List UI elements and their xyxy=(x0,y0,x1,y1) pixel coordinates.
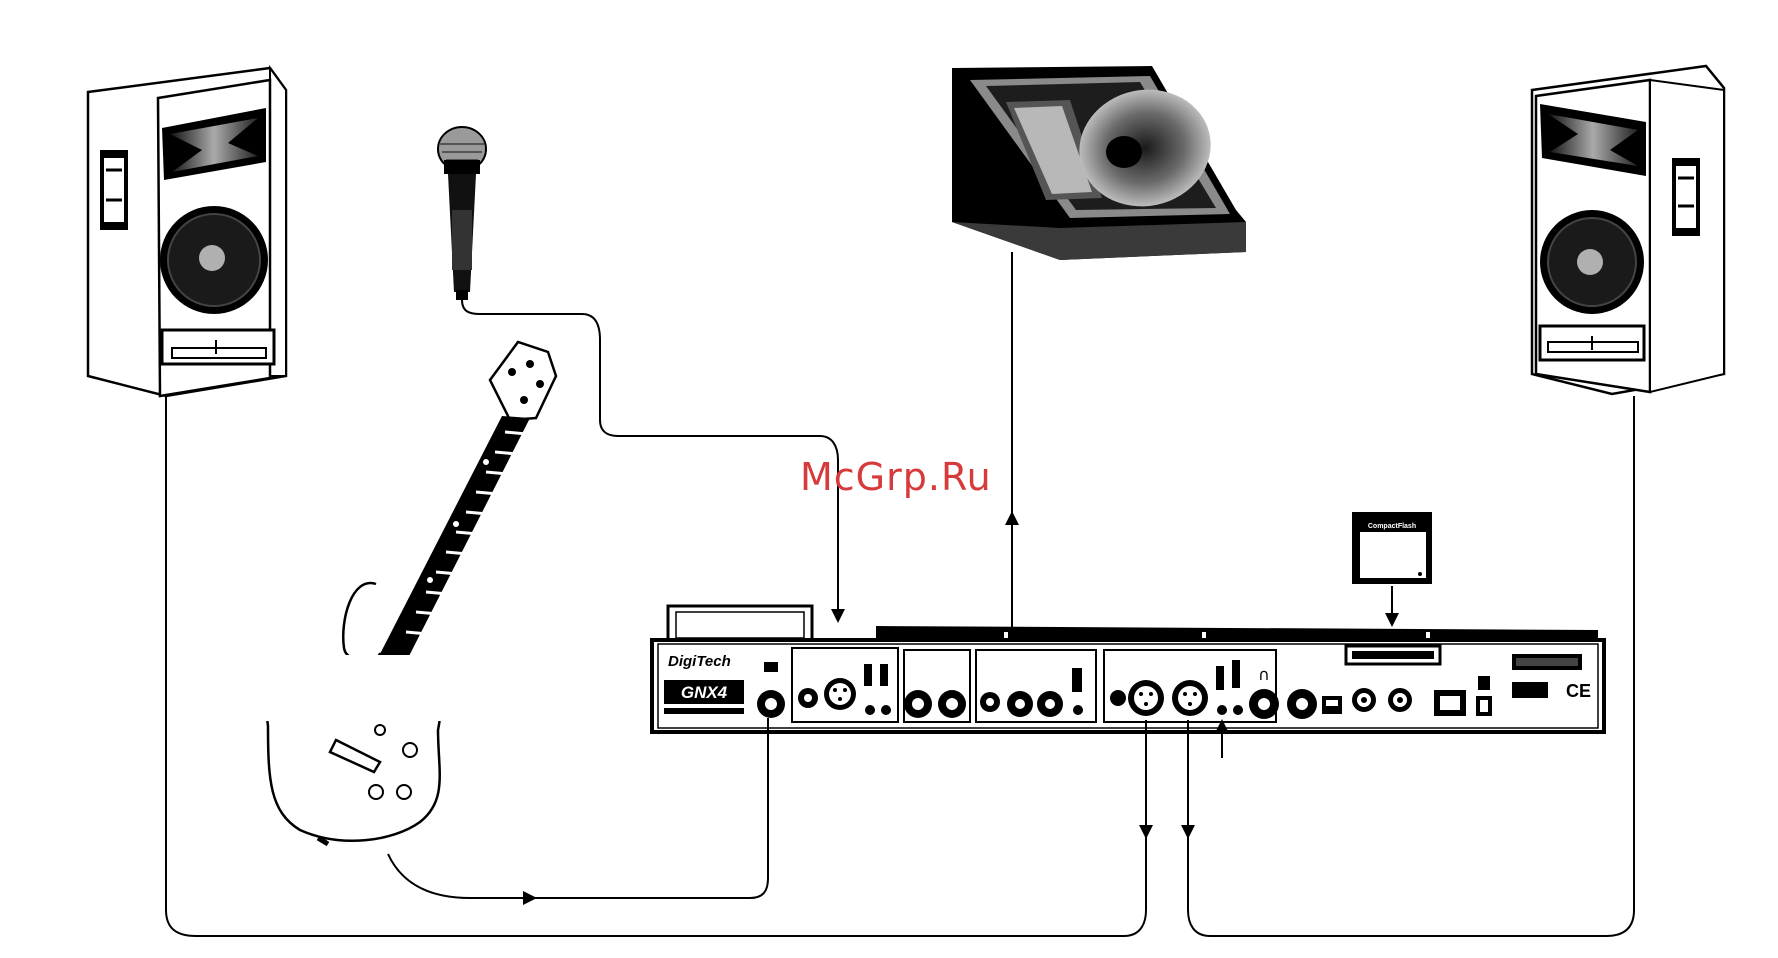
microphone xyxy=(438,127,486,300)
right-pa-speaker xyxy=(1532,66,1724,394)
electric-guitar xyxy=(250,342,556,844)
compactflash-label: CompactFlash xyxy=(1368,523,1416,530)
svg-text:∩: ∩ xyxy=(1258,665,1270,684)
guitar-cable xyxy=(388,854,530,898)
gnx4-rear-panel: DigiTech GNX4 xyxy=(652,606,1604,732)
digitech-logo: DigiTech xyxy=(668,653,731,670)
watermark-text: McGrp.Ru xyxy=(800,455,992,499)
ce-mark: CE xyxy=(1566,681,1591,701)
compactflash-card: CompactFlash xyxy=(1352,512,1432,584)
gnx4-logo: GNX4 xyxy=(681,683,728,702)
left-pa-speaker xyxy=(88,68,286,396)
stage-monitor-wedge xyxy=(952,66,1246,260)
